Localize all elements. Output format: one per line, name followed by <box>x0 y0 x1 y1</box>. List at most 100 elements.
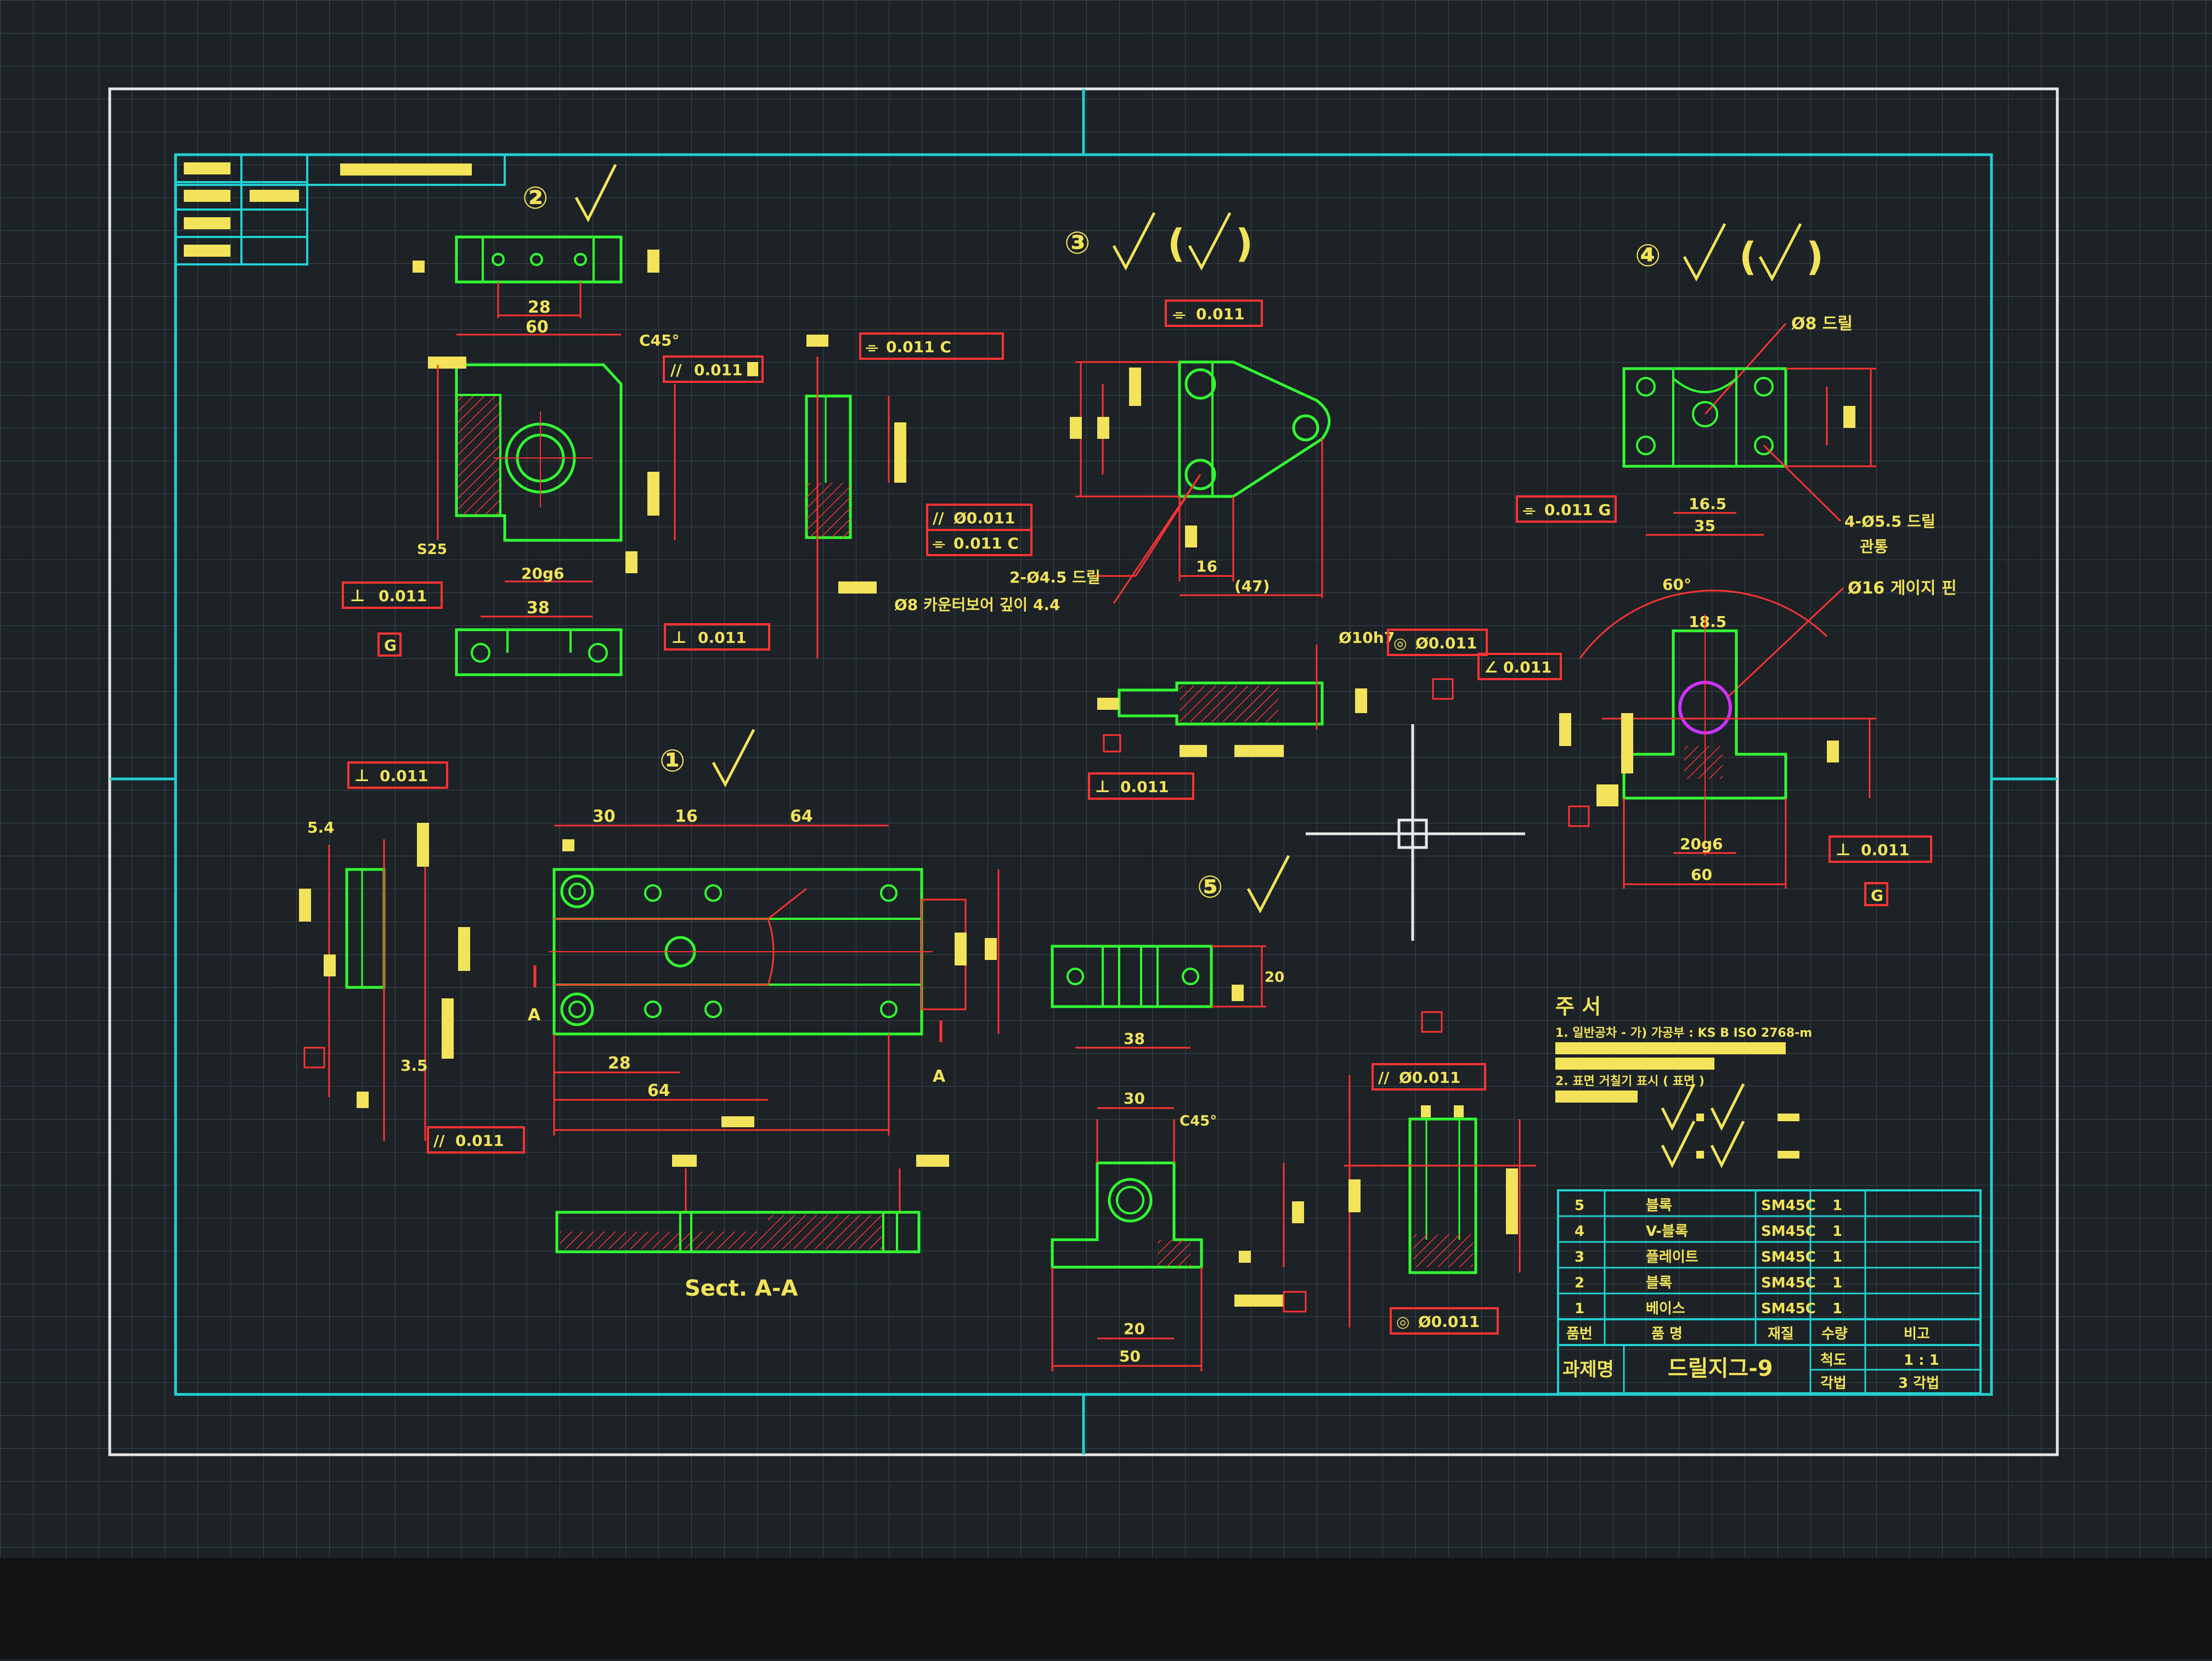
parts-cell-material: SM45C <box>1761 1223 1816 1240</box>
notes-line-2: 2. 표면 거칠기 표시 ( 표면 ) <box>1555 1075 1705 1088</box>
svg-text:20: 20 <box>1265 969 1284 986</box>
svg-text:⊥: ⊥ <box>672 628 686 647</box>
part-5-side-view <box>1408 1117 1477 1274</box>
perp-frame-1 <box>342 581 443 609</box>
view-3[interactable]: ③ ( ) ⌯ 0.011 16 (47) 2-Ø4.5 드릴 Ø8 카운터보어… <box>894 212 1331 614</box>
svg-text:⌯: ⌯ <box>933 534 945 552</box>
section-aa <box>555 1211 921 1253</box>
svg-text:): ) <box>1806 234 1824 279</box>
svg-text:척도: 척도 <box>1820 1352 1847 1369</box>
view-4-label: ④ <box>1635 238 1661 274</box>
svg-text:64: 64 <box>647 1081 670 1100</box>
svg-text:품 명: 품 명 <box>1651 1326 1683 1342</box>
svg-text:20g6: 20g6 <box>1680 835 1723 853</box>
parts-cell-no: 5 <box>1575 1197 1584 1214</box>
view-1[interactable]: ① ⊥ 0.011 5.4 3.5 // 0.011 30 16 64 <box>299 728 1000 1301</box>
svg-text:⊥: ⊥ <box>1095 777 1110 796</box>
parts-cell-material: SM45C <box>1761 1197 1816 1214</box>
parts-cell-qty: 1 <box>1832 1197 1842 1214</box>
svg-text:S25: S25 <box>417 541 447 558</box>
surface-finish-icon <box>574 163 617 223</box>
svg-text:0.011: 0.011 <box>694 361 743 379</box>
crosshair-cursor-icon[interactable] <box>1306 724 1525 941</box>
part-3-front-view <box>1178 360 1331 498</box>
svg-text:⌯: ⌯ <box>1173 305 1186 323</box>
pin-outline <box>1118 681 1324 726</box>
svg-text:◎: ◎ <box>1393 634 1407 652</box>
dim-60: 60 <box>526 318 549 337</box>
parts-cell-material: SM45C <box>1761 1275 1816 1291</box>
view-4[interactable]: ④ ( ) Ø8 드릴 ⌯ 0.011 G 16.5 35 4-Ø5.5 드릴 … <box>1516 223 1957 906</box>
monitor-bezel <box>0 1558 2212 1659</box>
parts-cell-name: V-블록 <box>1646 1223 1688 1240</box>
svg-text:⌯: ⌯ <box>1523 501 1536 519</box>
parts-cell-qty: 1 <box>1832 1275 1842 1291</box>
part-2-top-view <box>455 235 623 284</box>
svg-text:30: 30 <box>1124 1089 1145 1108</box>
svg-text://: // <box>933 509 944 527</box>
parts-cell-name: 플레이트 <box>1646 1249 1699 1265</box>
svg-text:0.011 G: 0.011 G <box>1544 501 1611 519</box>
part-4-top-view <box>1622 367 1787 468</box>
svg-text:G: G <box>384 636 397 654</box>
svg-text:0.011: 0.011 <box>698 629 747 647</box>
parts-cell-name: 블록 <box>1646 1197 1672 1214</box>
view-5-label: ⑤ <box>1197 869 1223 905</box>
surface-finish-icon <box>1246 855 1290 914</box>
svg-text:A: A <box>528 1005 541 1025</box>
part-4-front-view <box>1622 629 1787 800</box>
svg-text:50: 50 <box>1119 1347 1141 1365</box>
svg-text://: // <box>433 1132 445 1150</box>
revision-box <box>174 154 506 265</box>
svg-text:C45°: C45° <box>1180 1113 1217 1129</box>
view-3-side[interactable]: ⌯ 0.011 C // Ø0.011 ⌯ 0.011 C ⊥ 0.011 <box>664 332 1032 658</box>
svg-text:16: 16 <box>1196 557 1217 575</box>
svg-text:64: 64 <box>790 807 813 826</box>
svg-text:품번: 품번 <box>1566 1326 1593 1342</box>
svg-text:38: 38 <box>1124 1030 1145 1048</box>
svg-text:0.011: 0.011 <box>380 767 428 785</box>
svg-text:60: 60 <box>1691 866 1712 884</box>
surface-finish-icon <box>1683 223 1726 282</box>
parts-cell-material: SM45C <box>1761 1301 1816 1317</box>
notes-title: 주 서 <box>1555 995 1601 1019</box>
svg-text:0.011: 0.011 <box>1861 841 1910 859</box>
svg-text:0.011: 0.011 <box>1120 778 1169 796</box>
svg-text:⊥: ⊥ <box>350 586 365 606</box>
title-projection: 3 각법 <box>1898 1375 1939 1392</box>
svg-text:◎: ◎ <box>1396 1313 1409 1331</box>
view-2-label: ② <box>522 180 548 216</box>
counterbore-note: Ø8 카운터보어 깊이 4.4 <box>894 596 1060 614</box>
svg-text:⊥: ⊥ <box>354 766 369 786</box>
svg-text:16.5: 16.5 <box>1689 495 1726 513</box>
title-subject-label: 과제명 <box>1562 1359 1614 1381</box>
part-2-bottom-view <box>455 628 623 676</box>
parts-cell-name: 베이스 <box>1646 1301 1685 1317</box>
svg-text:0.011: 0.011 <box>1196 305 1245 323</box>
svg-text:60°: 60° <box>1662 575 1691 594</box>
view-2[interactable]: ② 28 60 C45° // 0.011 S25 20g6 <box>342 163 764 676</box>
view-5[interactable]: ⑤ 20 38 30 C45° 20 50 <box>1051 855 1536 1371</box>
svg-text:⌯: ⌯ <box>866 338 878 356</box>
svg-text:5.4: 5.4 <box>307 818 335 837</box>
svg-text:비고: 비고 <box>1904 1326 1930 1342</box>
view-1-label: ① <box>659 743 685 779</box>
svg-text:38: 38 <box>527 598 550 618</box>
svg-text://: // <box>1378 1069 1390 1087</box>
svg-text:재질: 재질 <box>1768 1326 1794 1342</box>
svg-text:∠: ∠ <box>1484 658 1498 676</box>
parts-cell-qty: 1 <box>1832 1249 1842 1265</box>
pin-view[interactable]: Ø10h7 ◎ Ø0.011 ∠ 0.011 ⊥ 0.011 <box>1088 629 1562 800</box>
svg-text:0.011 C: 0.011 C <box>953 534 1019 552</box>
parts-cell-no: 3 <box>1575 1249 1584 1265</box>
svg-text:0.011: 0.011 <box>1503 658 1552 676</box>
svg-text:관통: 관통 <box>1860 538 1888 556</box>
svg-text:3.5: 3.5 <box>400 1057 428 1075</box>
parts-cell-qty: 1 <box>1832 1223 1842 1240</box>
svg-text:20g6: 20g6 <box>521 564 565 583</box>
parts-cell-no: 1 <box>1575 1301 1584 1317</box>
svg-text:Ø10h7: Ø10h7 <box>1339 629 1395 647</box>
